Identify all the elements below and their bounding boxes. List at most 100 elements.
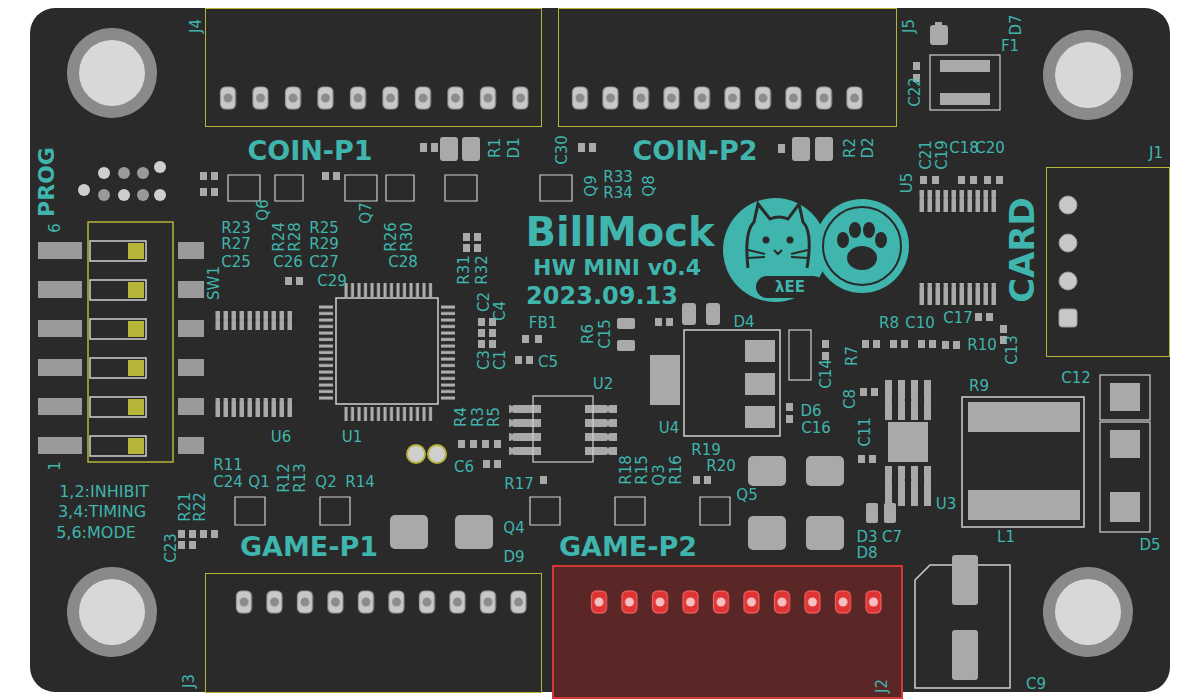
cat-whiskers (748, 250, 808, 258)
reference-designator: J5 (902, 19, 917, 33)
reference-designator: J1 (1149, 146, 1163, 161)
board (30, 8, 1170, 692)
silkscreen-label: Q4 (503, 521, 524, 536)
silkscreen-label: R8 (879, 316, 899, 331)
silkscreen-label: R10 (967, 338, 997, 353)
silkscreen-label: L1 (997, 530, 1015, 545)
connector-outline: J3 (205, 573, 542, 693)
silkscreen-label: R24 (272, 222, 287, 252)
pin (78, 184, 90, 196)
mounting-hole (67, 28, 157, 118)
silkscreen-label: D4 (733, 315, 754, 330)
silkscreen-label: C11 (858, 417, 873, 447)
logo-circle (723, 198, 827, 302)
pad (1059, 196, 1077, 214)
paw-toe (875, 232, 887, 248)
connector-pads (228, 589, 533, 615)
pad (745, 340, 775, 362)
paw-coin (815, 199, 909, 293)
chip-outline (684, 330, 780, 436)
soic-pins (214, 311, 292, 330)
silkscreen-label: F1 (1001, 39, 1019, 54)
pad (806, 456, 844, 486)
silkscreen-label: R18 (619, 455, 634, 485)
pad (815, 137, 833, 161)
silkscreen-label: C24 (213, 475, 243, 490)
fuse-outline (930, 55, 1000, 110)
silkscreen-label: R4 (454, 407, 469, 427)
silkscreen-label: C4 (493, 301, 508, 321)
mounting-hole-drill (1055, 42, 1121, 108)
pad (1110, 430, 1140, 458)
silkscreen-label: C2 (477, 292, 492, 312)
connector-outline: J1 (1046, 167, 1170, 357)
pad (968, 490, 1080, 520)
silkscreen-label: R1 (488, 138, 503, 158)
silkscreen-label: R34 (603, 186, 633, 201)
silkscreen-label: R11 (213, 458, 243, 473)
silkscreen-label: U4 (659, 421, 680, 436)
pad (748, 456, 786, 486)
chip-pins (882, 380, 934, 420)
silkscreen-label: C17 (943, 311, 973, 326)
pin (98, 167, 110, 179)
silkscreen-label: 1,2:INHIBIT (59, 484, 149, 500)
mounting-hole (1043, 567, 1133, 657)
pad (806, 516, 844, 550)
prog-header (78, 161, 166, 201)
silkscreen-label: R3 (471, 407, 486, 427)
silkscreen-label: R5 (487, 407, 502, 427)
silkscreen-label: D7 (1009, 14, 1024, 35)
pin (118, 189, 130, 201)
silkscreen-label: D6 (800, 404, 821, 419)
silkscreen-label: C22 (908, 77, 923, 107)
silkscreen-label: C21 (919, 140, 934, 170)
pad (1110, 383, 1140, 411)
silkscreen-label: C19 (935, 140, 950, 170)
silkscreen-label: R2 (843, 138, 858, 158)
silkscreen-label: R21 (178, 492, 193, 522)
pad (745, 373, 775, 395)
silkscreen-label: C16 (801, 421, 831, 436)
test-pad (428, 445, 446, 463)
pad (1110, 492, 1140, 522)
silkscreen-label: λEE (775, 280, 805, 295)
dip-switch (36, 232, 206, 466)
pad (940, 60, 990, 72)
silkscreen-label: R28 (288, 222, 303, 252)
pad (455, 515, 493, 549)
reference-designator: J4 (189, 19, 204, 33)
connector-outline: J5 (558, 8, 897, 127)
silkscreen-label: C15 (598, 319, 613, 349)
pad (866, 503, 878, 523)
connector-outline: J2 (552, 565, 903, 699)
paw-toe (837, 232, 849, 248)
pad (884, 503, 896, 523)
cat-eye (787, 237, 794, 244)
silkscreen-label: C18 (949, 141, 979, 156)
silkscreen-label: C10 (905, 316, 935, 331)
transistor-outlines (228, 175, 730, 525)
pad (1059, 272, 1077, 290)
mounting-hole (67, 567, 157, 657)
soic-pins (918, 190, 996, 212)
paw-toe (863, 222, 875, 238)
silkscreen-label: C6 (454, 460, 474, 475)
silkscreen-label: R27 (221, 237, 251, 252)
silkscreen-label: C7 (882, 530, 902, 545)
silkscreen-heading: GAME-P1 (240, 533, 378, 560)
silkscreen-label: U3 (936, 497, 957, 512)
silkscreen-label: C9 (1026, 677, 1046, 692)
silkscreen-label: C13 (1005, 335, 1020, 365)
soic-pins (509, 402, 541, 458)
soic-pins (585, 402, 617, 458)
highlight-fill (553, 566, 902, 698)
mounting-hole-drill (79, 579, 145, 645)
silkscreen-label: Q1 (248, 475, 269, 490)
paw-toe (849, 222, 861, 238)
pad (390, 515, 428, 549)
silkscreen-label: D1 (507, 137, 522, 158)
silkscreen-label: R31 (457, 255, 472, 285)
